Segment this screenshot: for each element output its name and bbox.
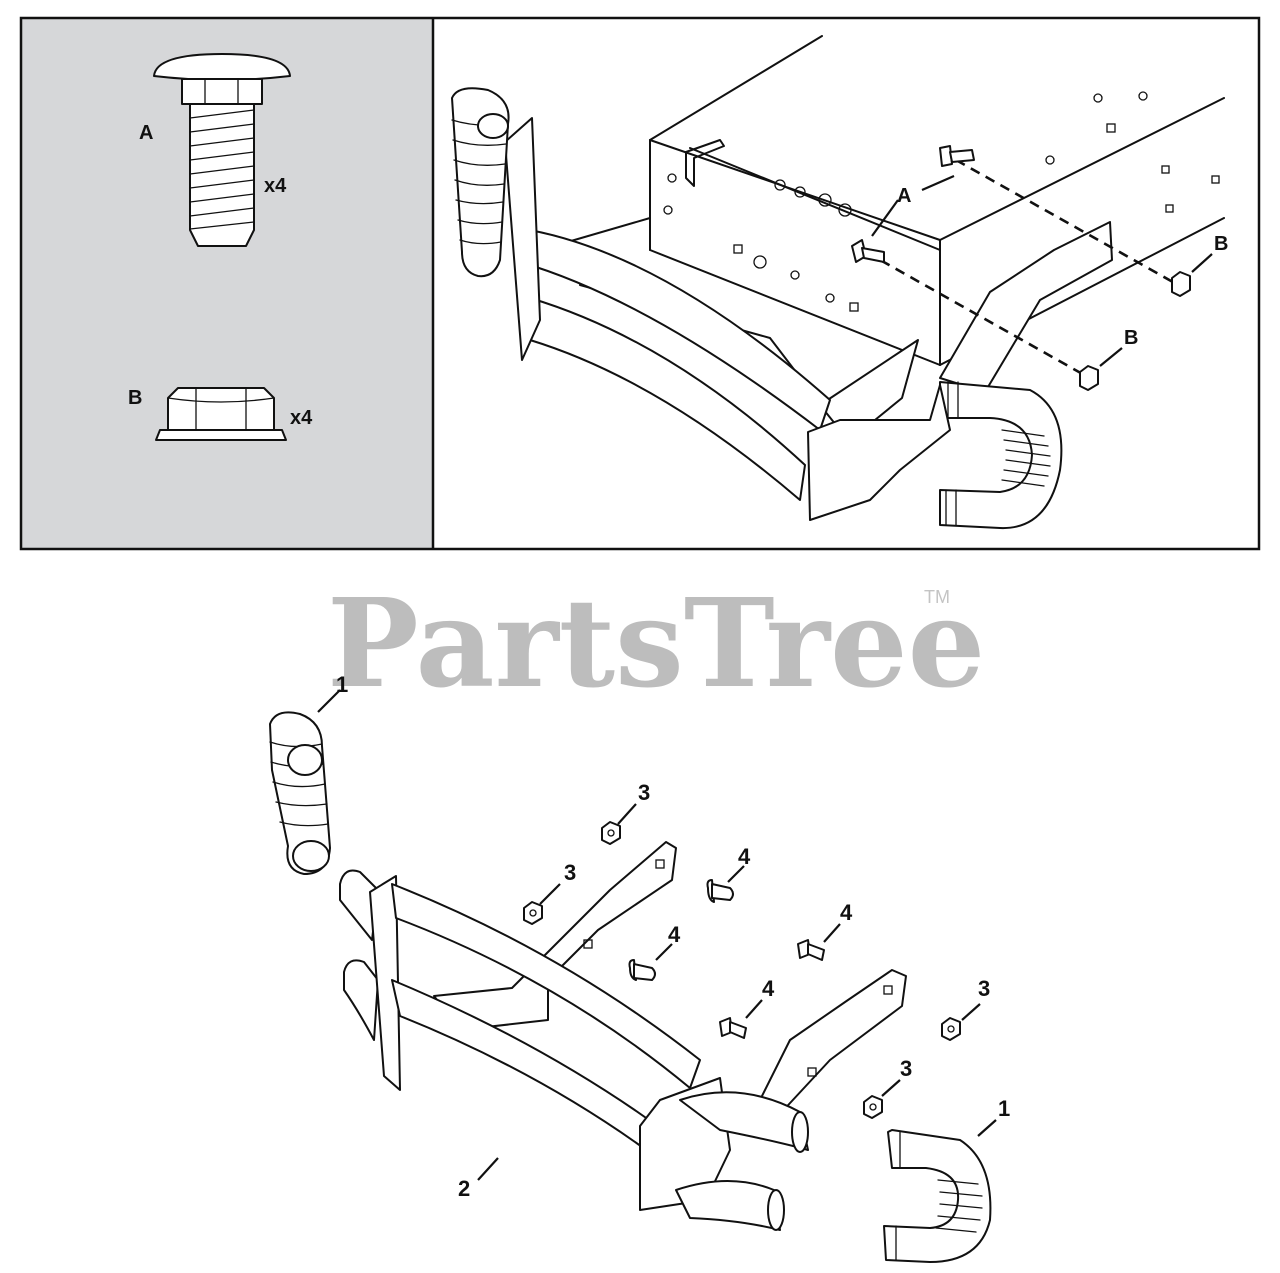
part-2-bumper bbox=[339, 869, 809, 1231]
left-tube bbox=[451, 87, 510, 278]
right-tube bbox=[939, 381, 1063, 530]
callout-a: A bbox=[897, 185, 911, 207]
key-qty-a: x4 bbox=[264, 175, 287, 197]
key-label-a: A bbox=[139, 122, 153, 144]
label-part-3-a: 3 bbox=[638, 780, 650, 805]
part-3-nut-d bbox=[863, 1095, 883, 1119]
callout-b2: B bbox=[1124, 327, 1138, 349]
flange-nut-icon bbox=[155, 387, 287, 441]
label-part-3-b: 3 bbox=[564, 860, 576, 885]
part-3-nut-a bbox=[601, 821, 621, 845]
label-part-1-bottom: 1 bbox=[998, 1096, 1010, 1121]
label-part-2: 2 bbox=[458, 1176, 470, 1201]
label-part-4-a: 4 bbox=[738, 844, 751, 869]
carriage-bolt-icon bbox=[153, 53, 291, 247]
callout-b1: B bbox=[1214, 233, 1228, 255]
left-bracket-plate bbox=[433, 841, 677, 1031]
part-4-bolt-b bbox=[628, 959, 656, 981]
label-part-4-b: 4 bbox=[668, 922, 681, 947]
install-nut-b2 bbox=[1079, 365, 1099, 391]
install-illustration bbox=[451, 35, 1225, 530]
label-part-4-c: 4 bbox=[840, 900, 853, 925]
part-4-bolt-c bbox=[797, 939, 825, 961]
part-1-left-tube bbox=[269, 711, 331, 875]
exploded-view bbox=[269, 689, 997, 1263]
install-bolt-a2 bbox=[851, 239, 885, 263]
part-1-right-tube bbox=[883, 1129, 992, 1263]
label-part-3-d: 3 bbox=[900, 1056, 912, 1081]
part-3-nut-b bbox=[523, 901, 543, 925]
part-3-nut-c bbox=[941, 1017, 961, 1041]
key-label-b: B bbox=[128, 387, 142, 409]
key-qty-b: x4 bbox=[290, 407, 313, 429]
install-nut-b1 bbox=[1171, 271, 1191, 297]
part-4-bolt-a bbox=[706, 879, 734, 903]
install-bolt-a1 bbox=[939, 145, 975, 167]
label-part-4-d: 4 bbox=[762, 976, 775, 1001]
watermark-trademark: TM bbox=[924, 587, 950, 607]
watermark-brand: PartsTree bbox=[327, 571, 985, 715]
part-4-bolt-d bbox=[719, 1017, 747, 1039]
label-part-3-c: 3 bbox=[978, 976, 990, 1001]
label-part-1-top: 1 bbox=[336, 672, 348, 697]
